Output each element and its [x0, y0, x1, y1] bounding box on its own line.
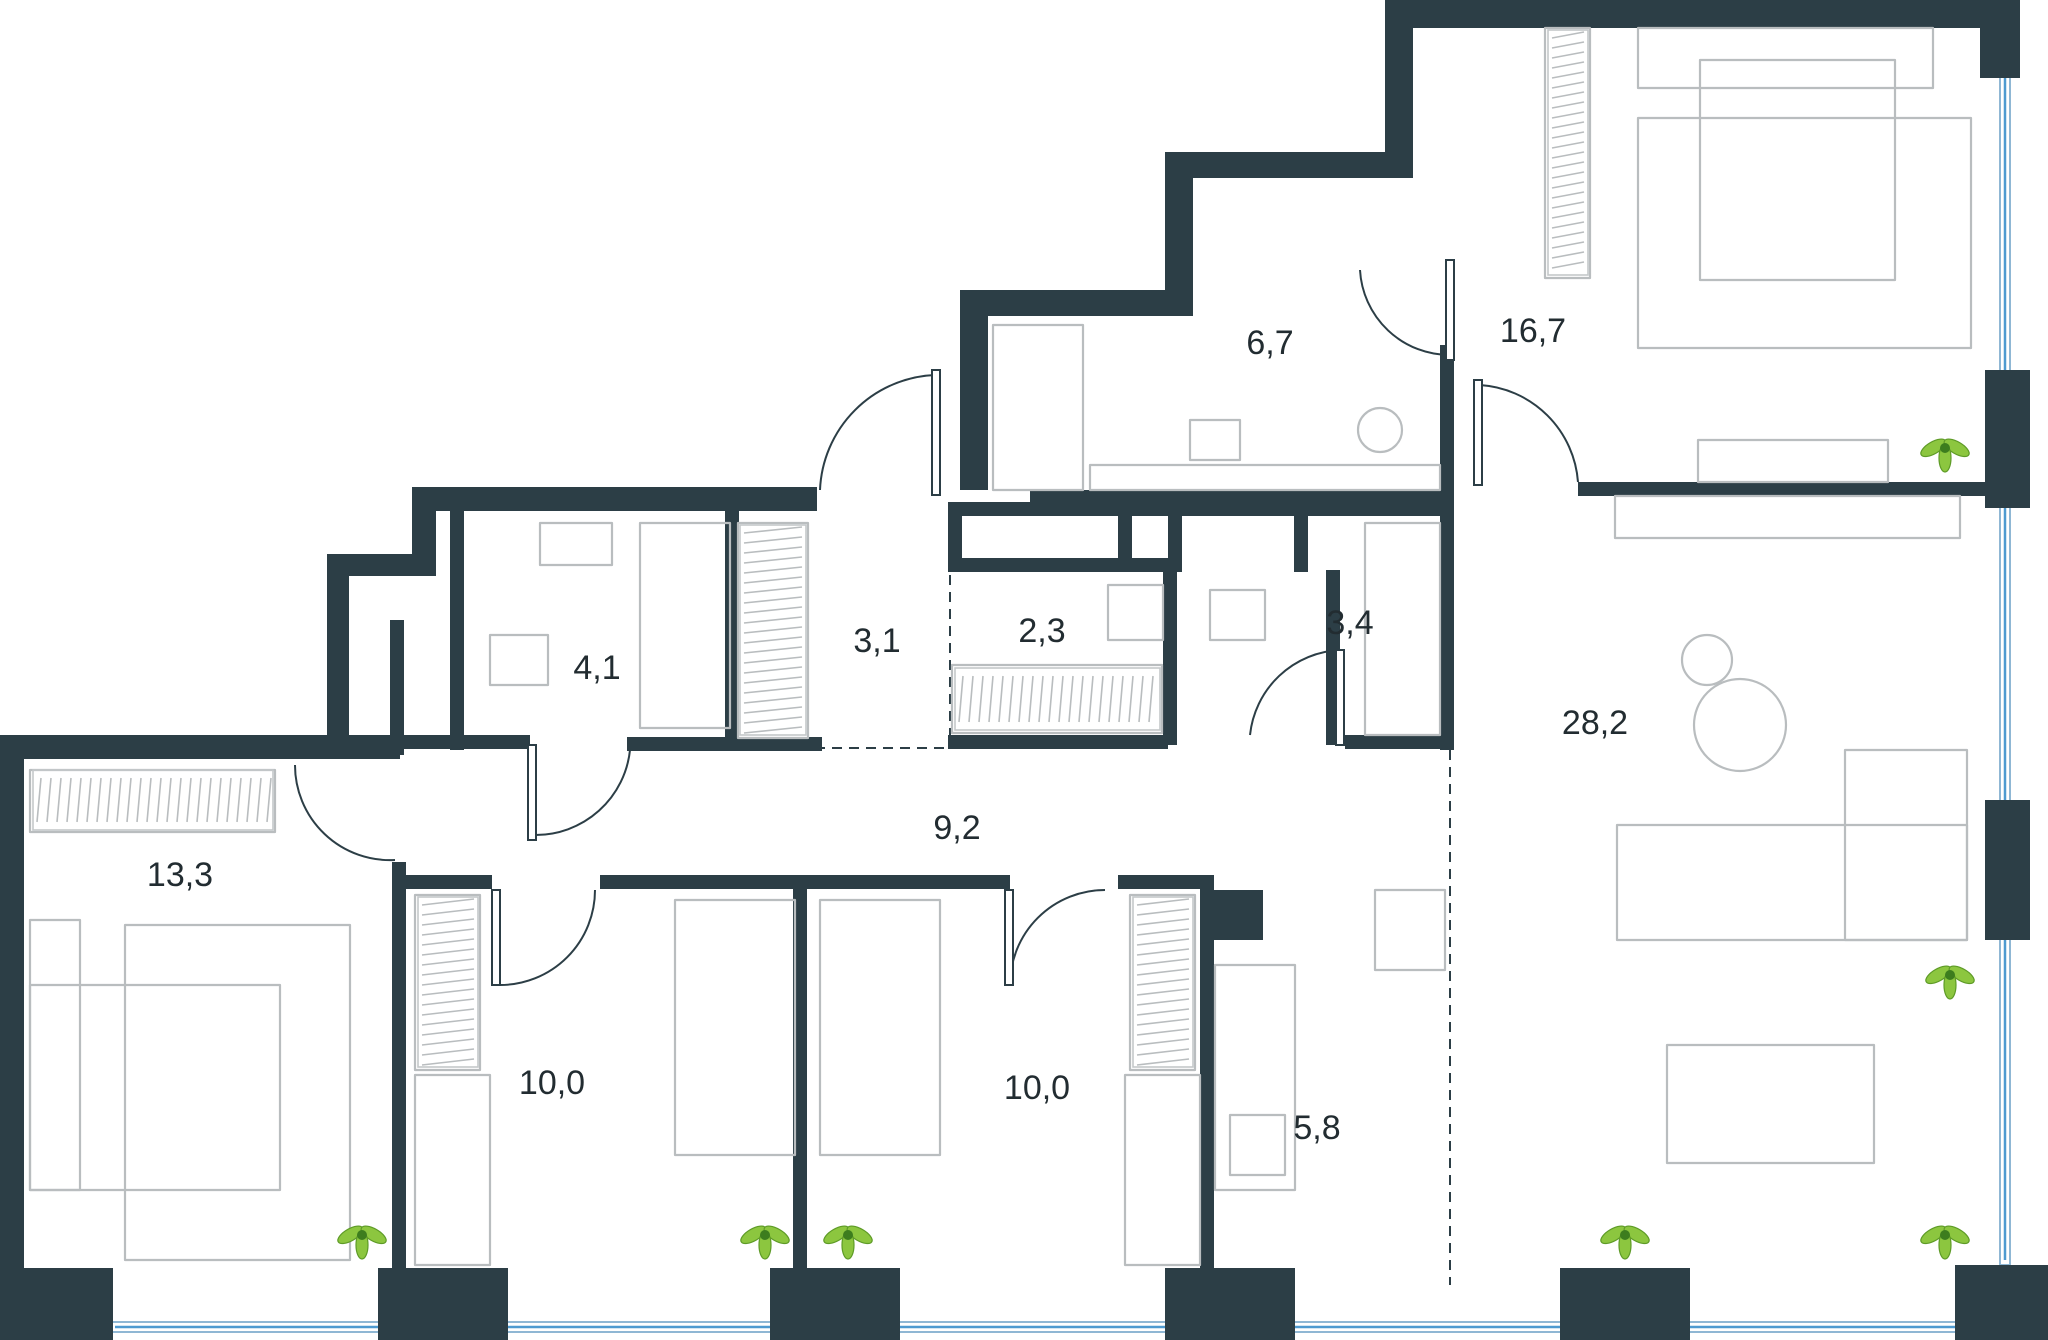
open-boundaries	[815, 575, 1451, 1285]
area-bathroom-guest: 3,4	[1326, 604, 1373, 642]
area-bedroom-master: 16,7	[1500, 312, 1566, 350]
plant-icon	[1920, 438, 1970, 473]
plant-icon	[1600, 1225, 1650, 1260]
plant-icon	[1925, 965, 1975, 1000]
wardrobes	[32, 29, 1589, 1068]
plant-icon	[740, 1225, 790, 1260]
wardrobe-hatching	[36, 31, 1585, 1066]
plants	[337, 438, 1975, 1260]
furniture	[28, 26, 1973, 1267]
area-living-room: 28,2	[1562, 704, 1628, 742]
area-bedroom-child-1: 10,0	[519, 1064, 585, 1102]
area-bedroom-child-2: 10,0	[1004, 1069, 1070, 1107]
plant-icon	[337, 1225, 387, 1260]
area-bathroom-master: 6,7	[1246, 324, 1293, 362]
area-bedroom-left: 13,3	[147, 856, 213, 894]
plant-icon	[1920, 1225, 1970, 1260]
area-laundry: 2,3	[1018, 612, 1065, 650]
doors	[293, 259, 1579, 986]
plant-icon	[823, 1225, 873, 1260]
area-hallway: 9,2	[933, 809, 980, 847]
area-corridor-small: 3,1	[853, 622, 900, 660]
area-bathroom-left: 4,1	[573, 649, 620, 687]
area-kitchen: 5,8	[1293, 1109, 1340, 1147]
area-labels: 16,7 6,7 28,2 4,1 3,1 2,3 3,4 9,2 13,3 1…	[147, 312, 1628, 1147]
